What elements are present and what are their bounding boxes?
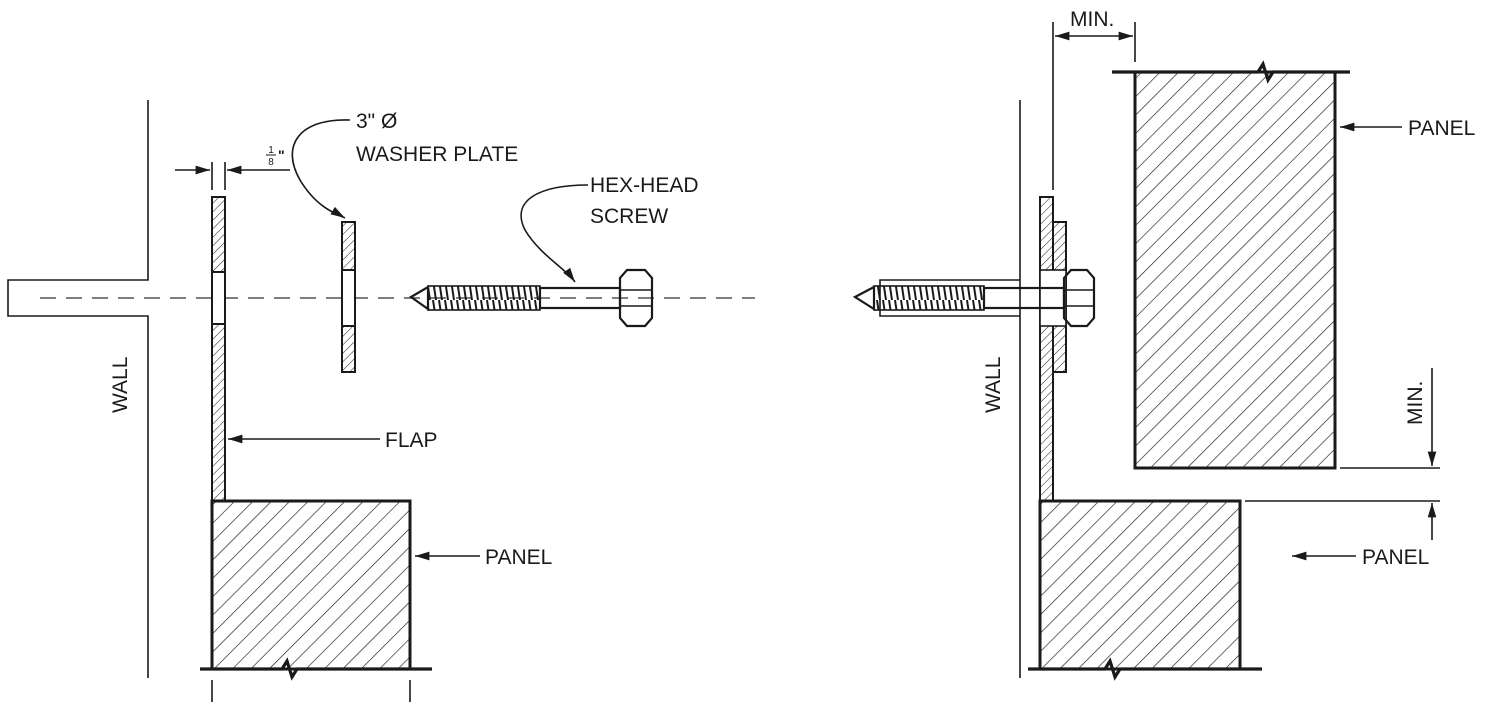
right-panel-bottom-label: PANEL	[1362, 546, 1429, 569]
right-washer-hole	[1039, 269, 1067, 327]
right-panel-top-label: PANEL	[1408, 117, 1475, 140]
left-gap-label: 1 8 "	[266, 145, 285, 168]
left-screw-label-line1: HEX-HEAD	[590, 174, 699, 197]
right-flap	[1039, 196, 1054, 502]
left-view: WALL 1 8 " 3" Ø WASHER PLATE	[7, 100, 755, 702]
left-screw-label-line2: SCREW	[590, 205, 668, 228]
svg-text:": "	[278, 147, 285, 163]
right-min-side-label: MIN.	[1404, 381, 1427, 425]
left-wall-outline	[7, 100, 149, 678]
right-top-panel	[1133, 70, 1337, 470]
right-min-top-label: MIN.	[1070, 8, 1114, 31]
left-flap-label: FLAP	[385, 429, 438, 452]
svg-text:8: 8	[268, 157, 274, 168]
right-bottom-panel-break	[1028, 657, 1262, 681]
right-top-panel-break	[1112, 60, 1350, 84]
right-wall-label: WALL	[982, 357, 1005, 413]
left-panel	[210, 499, 412, 671]
right-view: WALL MIN. MIN. PANE	[852, 8, 1475, 681]
right-hex-head-screw	[852, 268, 1096, 328]
svg-text:1: 1	[268, 145, 274, 156]
left-flap-hole	[211, 271, 226, 325]
left-washer-leader	[291, 119, 351, 219]
left-hex-head-screw	[408, 268, 654, 328]
left-flap	[211, 196, 226, 502]
left-panel-break	[200, 657, 432, 681]
left-panel-label: PANEL	[485, 546, 552, 569]
left-washer-label-line2: WASHER PLATE	[356, 143, 518, 166]
left-washer-label-line1: 3" Ø	[356, 110, 397, 133]
right-bottom-panel	[1038, 499, 1242, 671]
left-screw-leader	[520, 184, 589, 283]
left-washer-hole	[341, 269, 356, 327]
left-wall-label: WALL	[109, 357, 132, 413]
